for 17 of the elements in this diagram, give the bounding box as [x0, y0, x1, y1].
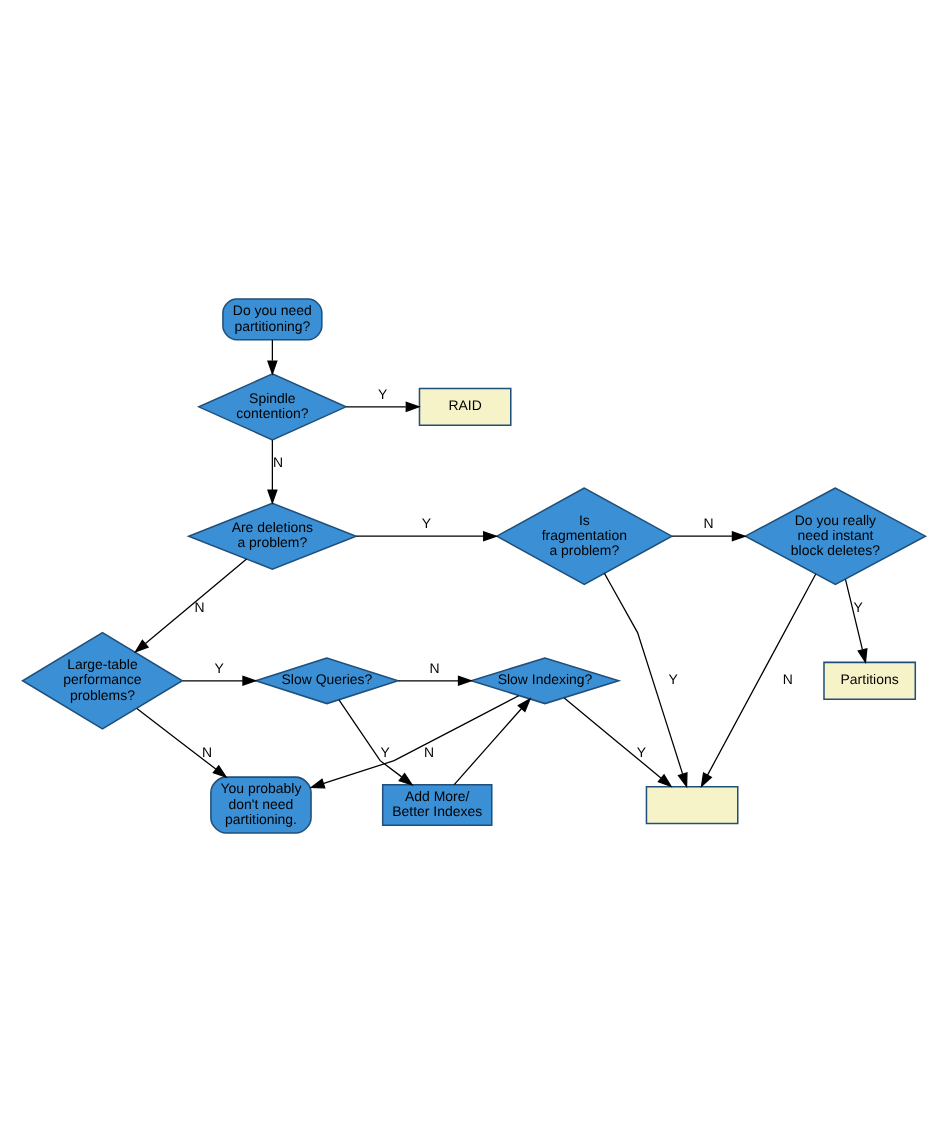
- arrow: [844, 578, 868, 665]
- arrow: [345, 401, 421, 413]
- node-box: [645, 785, 739, 825]
- arrow: [309, 695, 520, 789]
- arrow: [182, 675, 258, 687]
- arrow: [563, 697, 673, 788]
- arrow: [700, 573, 817, 789]
- arrow: [355, 530, 499, 542]
- arrow: [603, 572, 688, 789]
- arrow: [267, 339, 278, 376]
- arrow: [134, 558, 248, 654]
- arrow: [136, 707, 228, 779]
- arrow: [453, 697, 532, 786]
- arrow: [671, 530, 747, 542]
- arrow: [397, 675, 474, 687]
- arrow: [267, 439, 278, 505]
- arrow: [338, 699, 414, 786]
